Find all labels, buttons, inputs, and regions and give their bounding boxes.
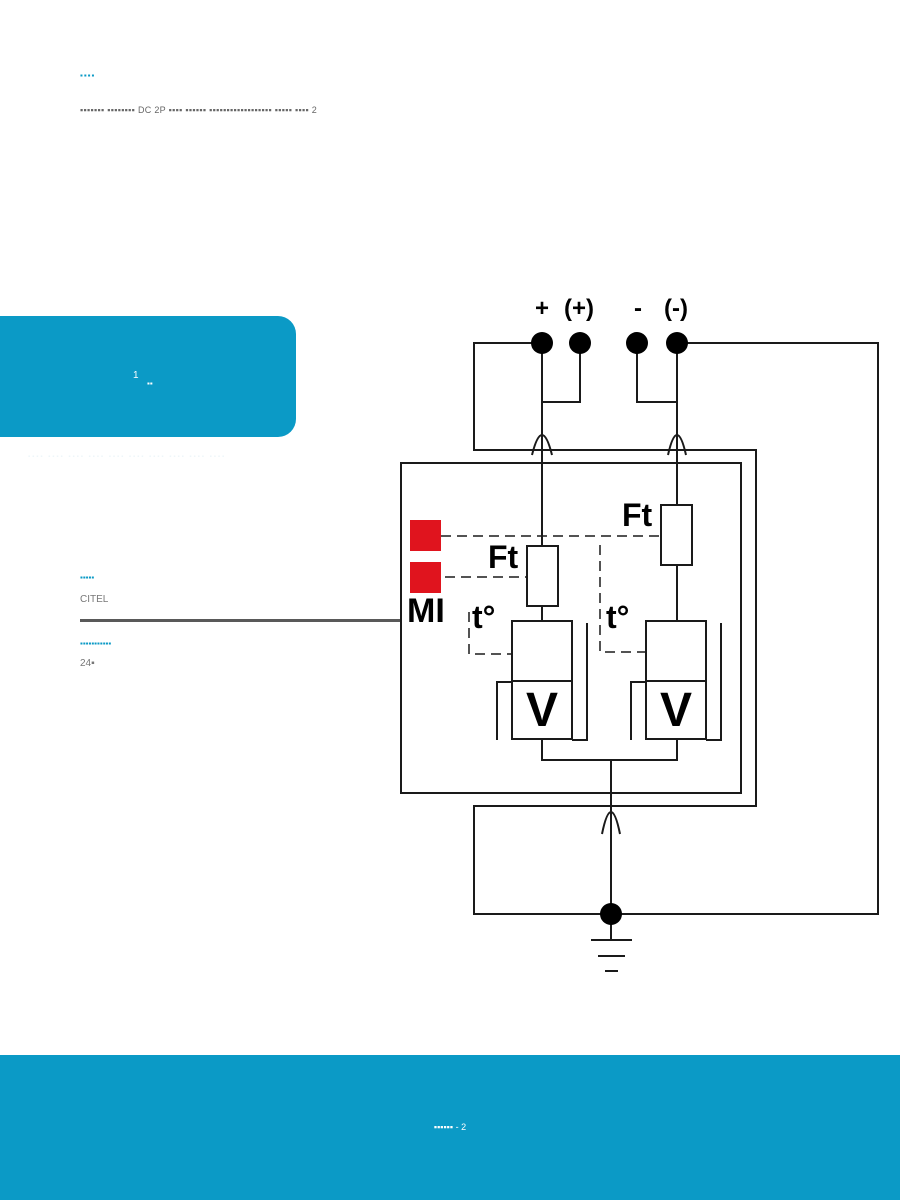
manufacturer-label: ▪▪▪▪▪ bbox=[80, 573, 95, 582]
surge-protector-diagram: + (+) - (-) Ft Ft MI t° t° V V bbox=[400, 295, 879, 972]
terminal-plus-paren-label: (+) bbox=[564, 295, 594, 322]
terminal-plus-label: + bbox=[535, 295, 549, 322]
thermal-right-label: t° bbox=[606, 599, 629, 635]
divider-line bbox=[80, 619, 402, 622]
fuse-right-label: Ft bbox=[622, 497, 653, 533]
figure-tab: 1 ▪▪ bbox=[0, 316, 296, 437]
terminal-minus-paren-label: (-) bbox=[664, 295, 688, 322]
mi-label: MI bbox=[407, 592, 445, 630]
figure-number: 1 bbox=[133, 370, 139, 381]
figure-subtext: ▪▪▪▪ ▪▪▪▪ ▪▪▪▪ ▪▪▪▪ ▪▪▪▪ ▪▪▪▪ ▪▪▪▪ ▪▪▪▪ … bbox=[28, 454, 227, 460]
figure-label: ▪▪ bbox=[147, 379, 153, 388]
warranty-value: 24▪ bbox=[80, 658, 95, 669]
warranty-label: ▪▪▪▪▪▪▪▪▪▪▪ bbox=[80, 639, 112, 648]
footer-bar bbox=[0, 1055, 900, 1200]
terminal-minus-label: - bbox=[634, 295, 642, 322]
section-title: ▪▪▪▪ bbox=[80, 71, 96, 80]
fuse-left-label: Ft bbox=[488, 539, 519, 575]
product-description: ▪▪▪▪▪▪▪ ▪▪▪▪▪▪▪▪ DC 2P ▪▪▪▪ ▪▪▪▪▪▪ ▪▪▪▪▪… bbox=[80, 105, 318, 115]
page-footer-text: ▪▪▪▪▪▪ - 2 bbox=[433, 1122, 467, 1132]
varistor-left-label: V bbox=[526, 684, 558, 737]
manufacturer-value: CITEL bbox=[80, 594, 109, 605]
varistor-right-label: V bbox=[660, 684, 692, 737]
thermal-left-label: t° bbox=[472, 599, 495, 635]
